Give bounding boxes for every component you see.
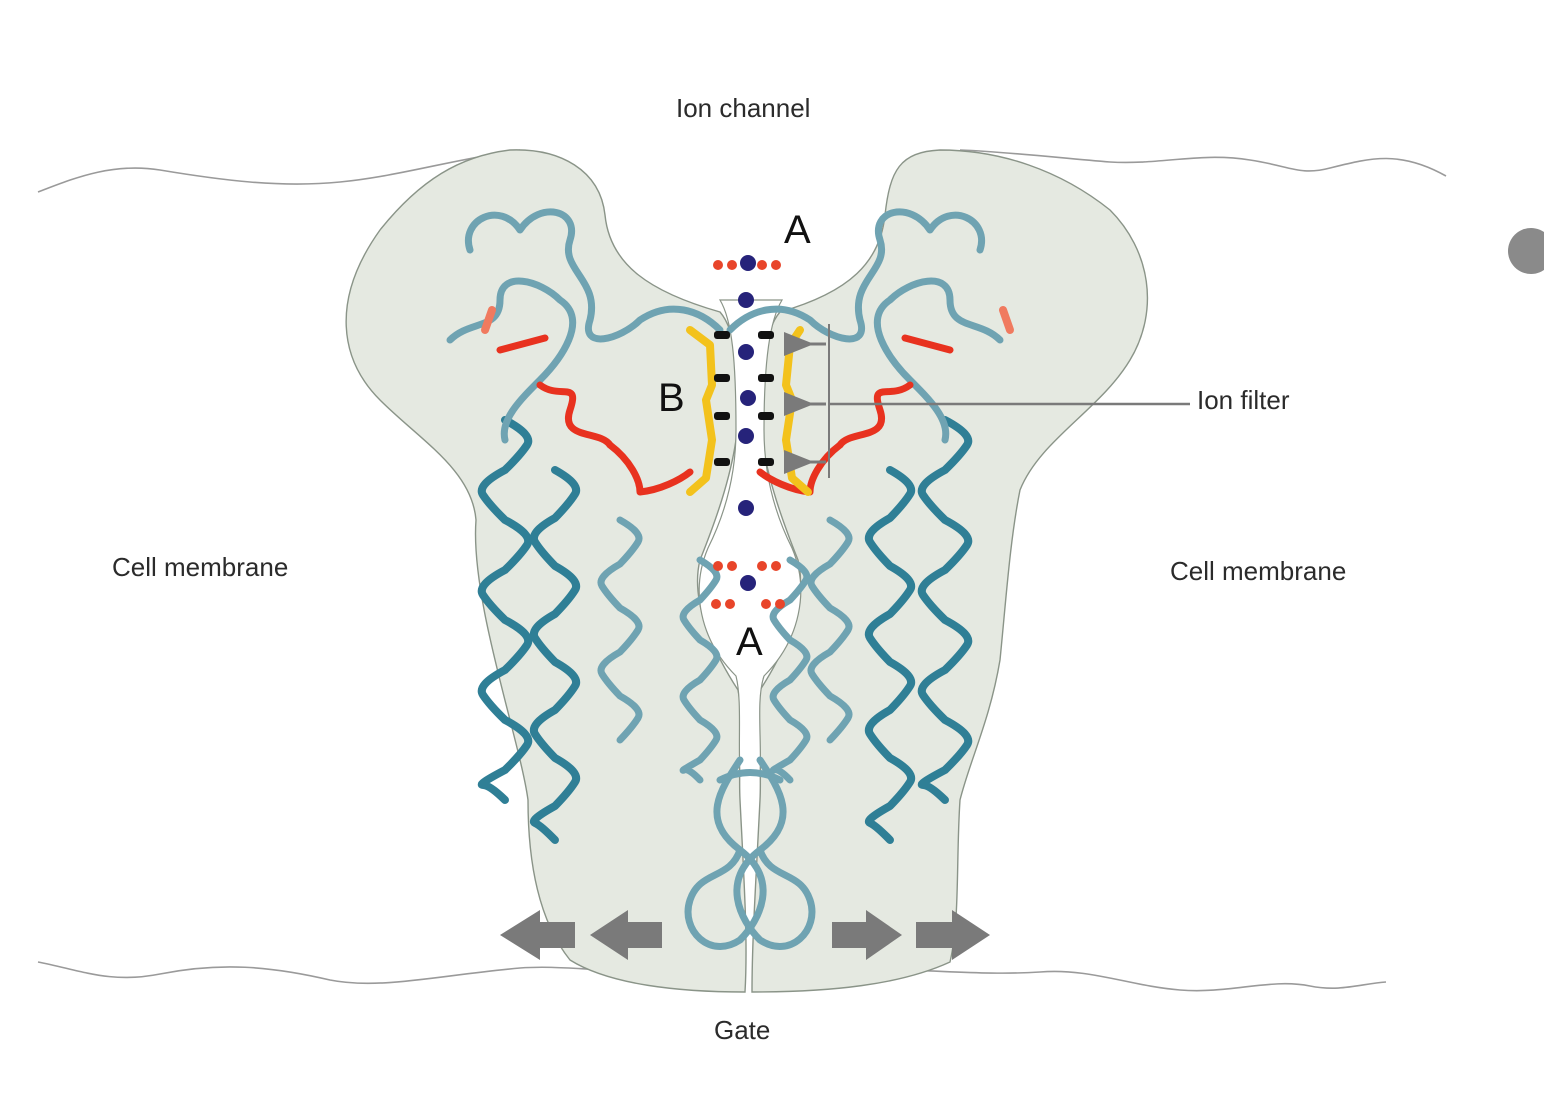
water-particle: [771, 561, 781, 571]
gate-arrow-right-inner: [832, 910, 902, 960]
ion-filter-pointer: [784, 324, 1190, 478]
helix-segment: [477, 416, 533, 804]
ion-particle: [738, 292, 754, 308]
water-particle: [727, 260, 737, 270]
cell-membrane-label-left: Cell membrane: [112, 552, 289, 582]
ion-particle: [740, 390, 756, 406]
water-particle: [775, 599, 785, 609]
carbonyl-mark: [758, 458, 774, 466]
helix-loop: [726, 208, 986, 343]
carbonyl-mark: [714, 412, 730, 420]
helix-group: [446, 208, 1004, 950]
helix-loop: [716, 769, 784, 784]
helix-loop: [873, 277, 1004, 444]
ion-particle: [740, 255, 756, 271]
helix-segment: [597, 516, 643, 744]
protein-subunit-left: [345, 149, 747, 993]
helix-loop: [684, 756, 767, 950]
filter-loop-accent: [481, 306, 496, 334]
site-a-top-label: A: [784, 208, 811, 252]
ion-particles: [711, 255, 785, 609]
filter-loop-group: [481, 306, 1014, 496]
filter-loop: [496, 334, 694, 496]
carbonyl-mark: [758, 331, 774, 339]
ion-filter-label: Ion filter: [1197, 385, 1290, 415]
water-particle: [711, 599, 721, 609]
ion-channel-title: Ion channel: [676, 93, 811, 123]
helix-segment: [917, 416, 973, 804]
helix-segment: [769, 556, 811, 784]
gate-arrows: [500, 910, 990, 960]
helix-loop: [733, 756, 816, 950]
filter-loop: [756, 334, 954, 496]
water-particle: [757, 561, 767, 571]
gate-arrow-right-outer: [916, 910, 990, 960]
carbonyl-mark: [714, 374, 730, 382]
site-a-bottom-label: A: [736, 620, 763, 664]
ion-particle: [738, 500, 754, 516]
circle-icon[interactable]: [1508, 228, 1544, 274]
carbonyl-mark: [758, 374, 774, 382]
carbonyl-mark: [714, 331, 730, 339]
site-b-label: B: [658, 376, 685, 420]
water-particle: [713, 561, 723, 571]
gate-label: Gate: [714, 1015, 771, 1045]
helix-segment: [530, 466, 580, 844]
ion-particle: [740, 575, 756, 591]
helix-segment: [865, 466, 915, 844]
filter-loop-accent: [999, 306, 1014, 334]
carbonyl-mark: [714, 458, 730, 466]
selectivity-strand: [686, 326, 716, 496]
helix-segment: [807, 516, 853, 744]
membrane-bottom-line: [37, 961, 1387, 992]
water-particle: [771, 260, 781, 270]
ion-particle: [738, 344, 754, 360]
membrane-top-line: [37, 149, 1447, 193]
protein-subunit-right: [751, 149, 1149, 993]
water-particle: [757, 260, 767, 270]
helix-segment: [679, 556, 721, 784]
cell-membrane-label-right: Cell membrane: [1170, 556, 1347, 586]
water-particle: [713, 260, 723, 270]
ion-particle: [738, 428, 754, 444]
water-particle: [761, 599, 771, 609]
carbonyl-mark: [758, 412, 774, 420]
water-particle: [727, 561, 737, 571]
helix-loop: [464, 208, 724, 343]
water-particle: [725, 599, 735, 609]
gate-arrow-left-inner: [590, 910, 662, 960]
gate-arrow-left-outer: [500, 910, 575, 960]
